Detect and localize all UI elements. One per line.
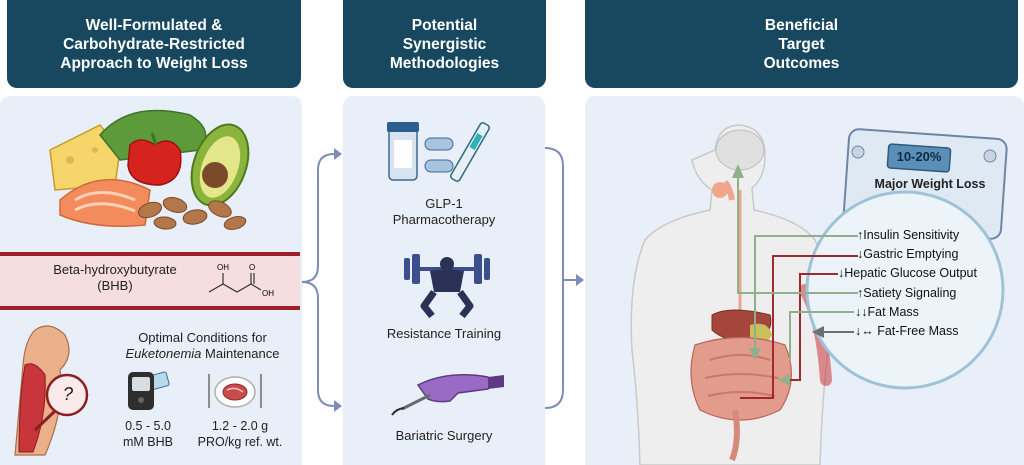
formula-oh-label: OH <box>217 263 229 272</box>
outcome-fat-free-mass: ↓↔ Fat-Free Mass <box>855 324 959 339</box>
header-target-outcomes: Beneficial Target Outcomes <box>585 0 1018 88</box>
protein-range: 1.2 - 2.0 g PRO/kg ref. wt. <box>197 419 283 449</box>
protein-plate-icon <box>208 374 262 408</box>
muscle-illustration <box>14 325 89 456</box>
bhb-label: Beta-hydroxybutyrate (BHB) <box>53 262 177 293</box>
resistance-training-label: Resistance Training <box>386 326 502 341</box>
header-diet-approach: Well-Formulated & Carbohydrate-Restricte… <box>7 0 301 88</box>
outcome-insulin-sensitivity: ↑Insulin Sensitivity <box>857 228 960 242</box>
scale-label: Major Weight Loss <box>874 177 986 191</box>
question-circle-icon <box>45 373 89 417</box>
outcomes-list: ↑Insulin Sensitivity ↓Gastric Emptying ↓… <box>835 226 977 341</box>
glp1-label: GLP-1 Pharmacotherapy <box>392 196 496 227</box>
bhb-range: 0.5 - 5.0 mM BHB <box>123 419 173 449</box>
euketonemia-title: Optimal Conditions for Euketonemia Maint… <box>125 330 280 361</box>
bariatric-surgery-icon <box>391 374 504 416</box>
outcome-satiety-signaling: ↑Satiety Signaling <box>857 285 957 300</box>
bhb-molecule-structure: OH O OH <box>208 263 274 298</box>
blood-vessel-band <box>0 252 300 310</box>
ketone-meter-icon <box>128 371 170 410</box>
arrow-merge-bracket <box>544 147 564 409</box>
arrow-branch-top <box>301 153 335 283</box>
scale-range-readout: 10-20% <box>896 149 942 164</box>
header-synergistic-methods: Potential Synergistic Methodologies <box>343 0 546 88</box>
outcome-gastric-emptying: ↓Gastric Emptying <box>857 247 959 262</box>
resistance-training-icon <box>404 254 490 319</box>
formula-o-label: O <box>249 263 255 272</box>
formula-oh2-label: OH <box>262 289 274 298</box>
glp1-medication-icon <box>387 122 490 182</box>
bariatric-surgery-label: Bariatric Surgery <box>395 428 493 443</box>
outcome-fat-mass: ↓↓Fat Mass <box>855 304 919 319</box>
question-mark: ? <box>62 384 73 404</box>
low-carb-food-illustration <box>49 109 250 230</box>
outcome-hepatic-glucose: ↓Hepatic Glucose Output <box>838 266 977 281</box>
arrow-branch-bottom <box>301 281 335 407</box>
